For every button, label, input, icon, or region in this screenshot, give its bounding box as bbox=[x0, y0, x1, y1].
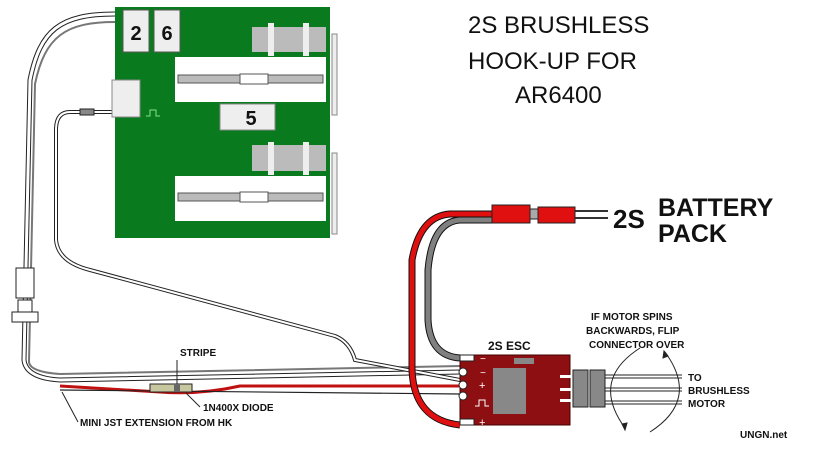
motor-label-2: BRUSHLESS bbox=[688, 386, 750, 397]
channel-2-label: 2 bbox=[130, 23, 141, 45]
credit: UNGN.net bbox=[740, 430, 788, 441]
motor-label-1: TO bbox=[688, 373, 702, 384]
flip-note-3: CONNECTOR OVER bbox=[589, 340, 685, 351]
motor-label-3: MOTOR bbox=[688, 399, 726, 410]
title-line-1: 2S BRUSHLESS bbox=[468, 12, 649, 39]
diode-label: 1N400X DIODE bbox=[203, 403, 274, 414]
battery-wires bbox=[408, 210, 608, 429]
extension-pointer bbox=[61, 391, 79, 423]
esc-signal-plus-label: + bbox=[479, 380, 485, 392]
flip-note-1: IF MOTOR SPINS bbox=[591, 312, 673, 323]
jst-connector bbox=[11, 267, 39, 323]
esc-plus-label: + bbox=[479, 417, 485, 429]
esc-minus-label: − bbox=[480, 354, 486, 365]
battery-connector bbox=[491, 204, 576, 224]
battery-label-1: BATTERY bbox=[658, 194, 774, 222]
signal-wire bbox=[54, 108, 461, 382]
diode bbox=[149, 383, 193, 393]
title-line-3: AR6400 bbox=[515, 82, 602, 109]
flip-note-2: BACKWARDS, FLIP bbox=[586, 326, 680, 337]
esc-signal-minus-label: − bbox=[480, 368, 486, 379]
diode-pointer bbox=[185, 392, 201, 408]
esc: − − + + bbox=[458, 354, 606, 429]
esc-title: 2S ESC bbox=[488, 339, 531, 353]
stripe-label: STRIPE bbox=[180, 348, 216, 359]
receiver-board: 2 6 5 bbox=[111, 7, 338, 238]
battery-label-2: PACK bbox=[658, 220, 727, 248]
extension-label: MINI JST EXTENSION FROM HK bbox=[80, 418, 233, 429]
battery-cells-label: 2S bbox=[613, 204, 645, 234]
channel-5-label: 5 bbox=[245, 108, 256, 130]
title-line-2: HOOK-UP FOR bbox=[468, 48, 637, 75]
channel-6-label: 6 bbox=[161, 23, 172, 45]
motor-wires bbox=[605, 347, 682, 433]
